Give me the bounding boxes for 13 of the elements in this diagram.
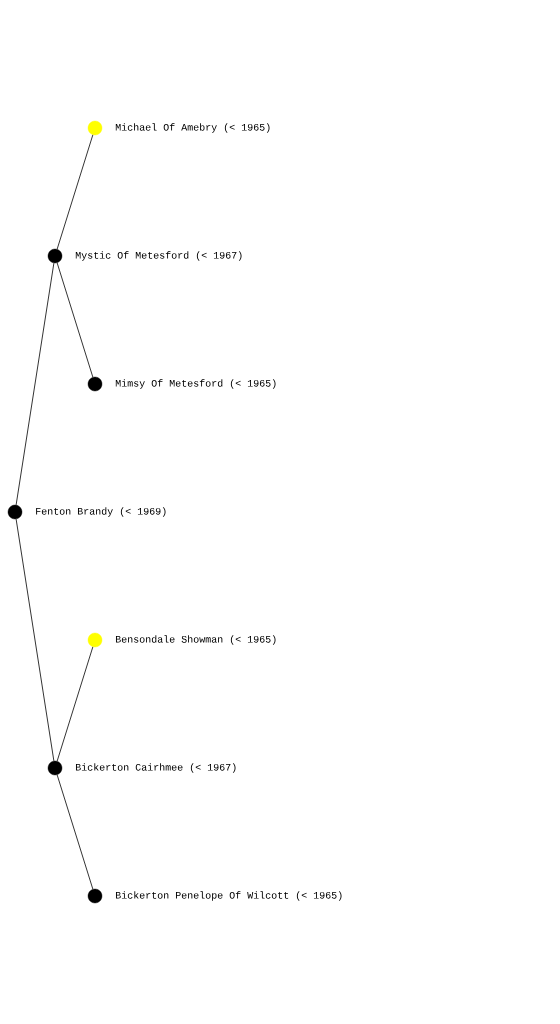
connector-line — [56, 774, 94, 890]
connector-line — [56, 646, 94, 762]
name-label: Michael Of Amebry (< 1965) — [115, 123, 270, 133]
connector-line — [56, 262, 94, 378]
name-label: Mystic Of Metesford (< 1967) — [75, 251, 242, 261]
name-label: Fenton Brandy (< 1969) — [36, 507, 166, 517]
connector-line — [15, 518, 55, 762]
connector-line — [15, 262, 55, 506]
name-label: Bickerton Penelope Of Wilcott (< 1965) — [116, 891, 342, 901]
name-label: Bensondale Showman (< 1965) — [116, 635, 276, 645]
name-label: Mimsy Of Metesford (< 1965) — [115, 379, 276, 389]
name-label: Bickerton Cairhmee (< 1967) — [76, 763, 236, 773]
connector-line — [56, 134, 94, 250]
